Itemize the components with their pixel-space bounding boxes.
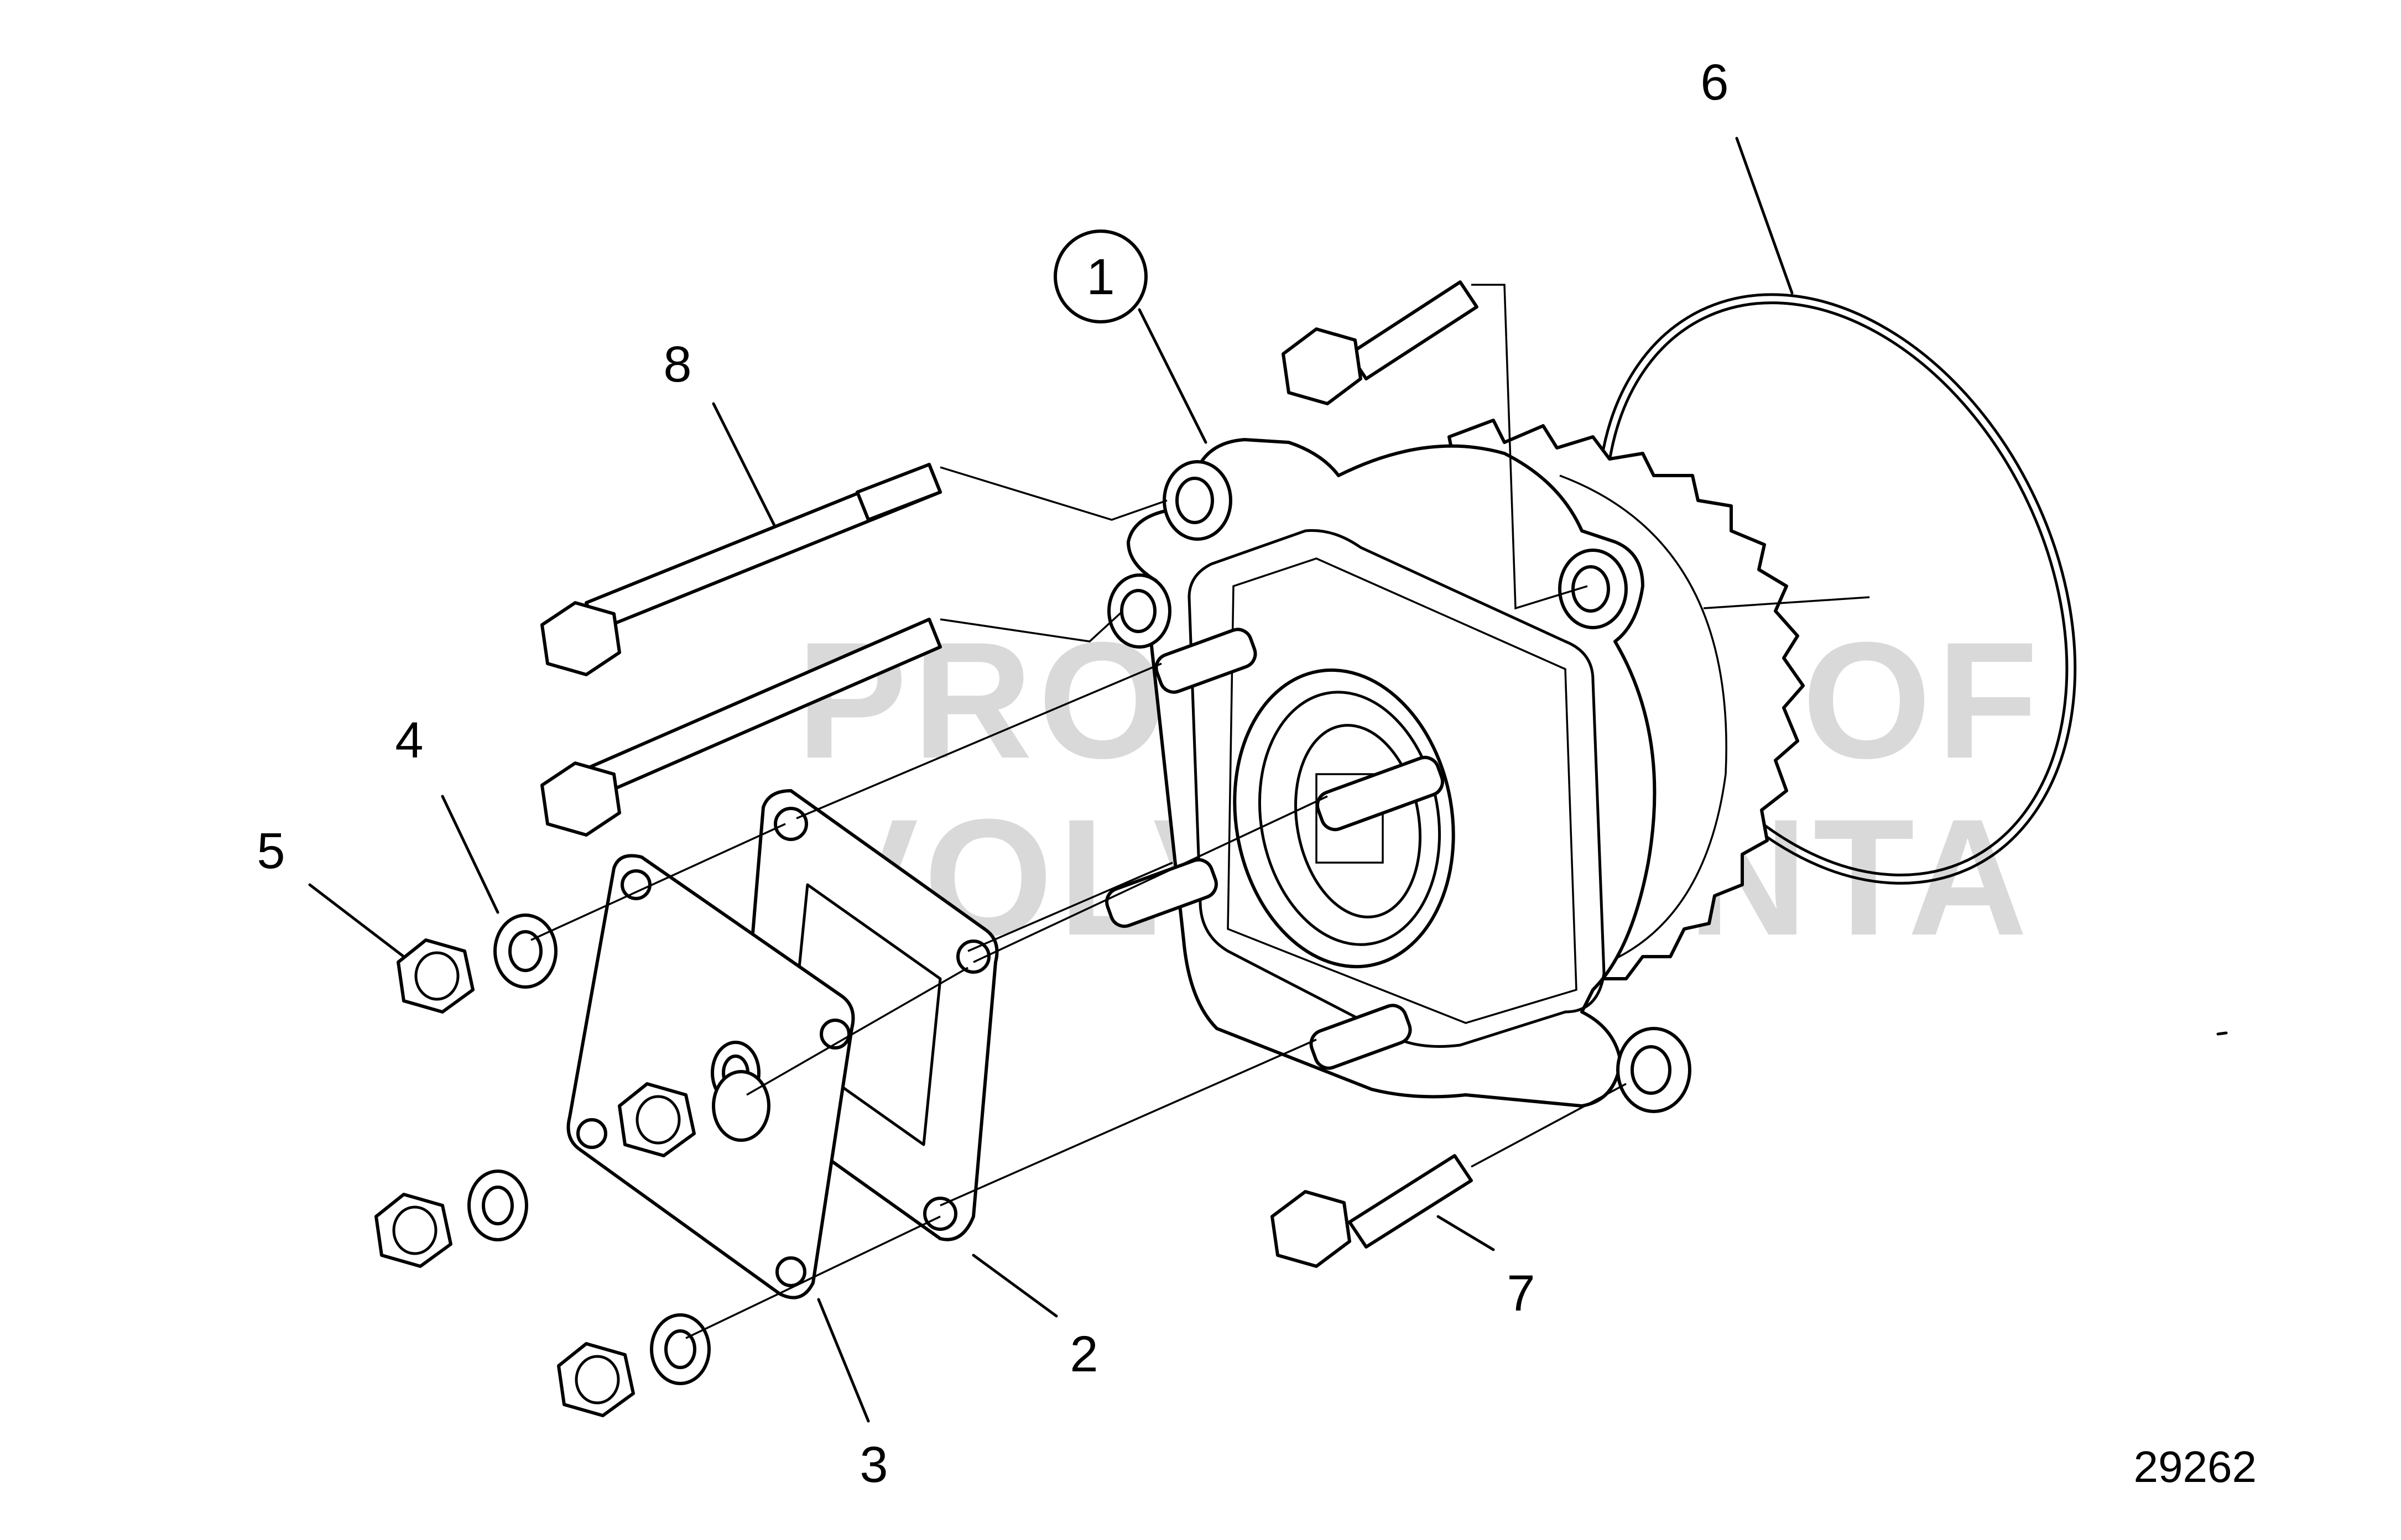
callout-3: 3 xyxy=(860,1437,888,1493)
callout-numbers: 1 2 3 4 5 6 7 8 xyxy=(257,54,1728,1493)
assembly-lines xyxy=(530,284,1627,1339)
callout-2: 2 xyxy=(1070,1326,1098,1382)
illustration-number: 29262 xyxy=(2134,1442,2257,1491)
callout-6: 6 xyxy=(1700,54,1728,111)
callout-1-circle xyxy=(1054,229,1148,323)
callout-4: 4 xyxy=(395,712,423,769)
callout-8: 8 xyxy=(663,336,691,393)
callout-1: 1 xyxy=(1086,249,1114,305)
long-bolts xyxy=(540,463,942,837)
leader-lines xyxy=(308,137,1794,1423)
nuts-and-washers xyxy=(374,913,770,1417)
upper-bolt xyxy=(1282,280,1478,405)
callout-7: 7 xyxy=(1507,1265,1535,1322)
callout-5: 5 xyxy=(257,823,285,879)
lower-bolt xyxy=(1270,1154,1473,1268)
stray-mark xyxy=(2216,1031,2228,1036)
studs xyxy=(1105,628,1444,1070)
